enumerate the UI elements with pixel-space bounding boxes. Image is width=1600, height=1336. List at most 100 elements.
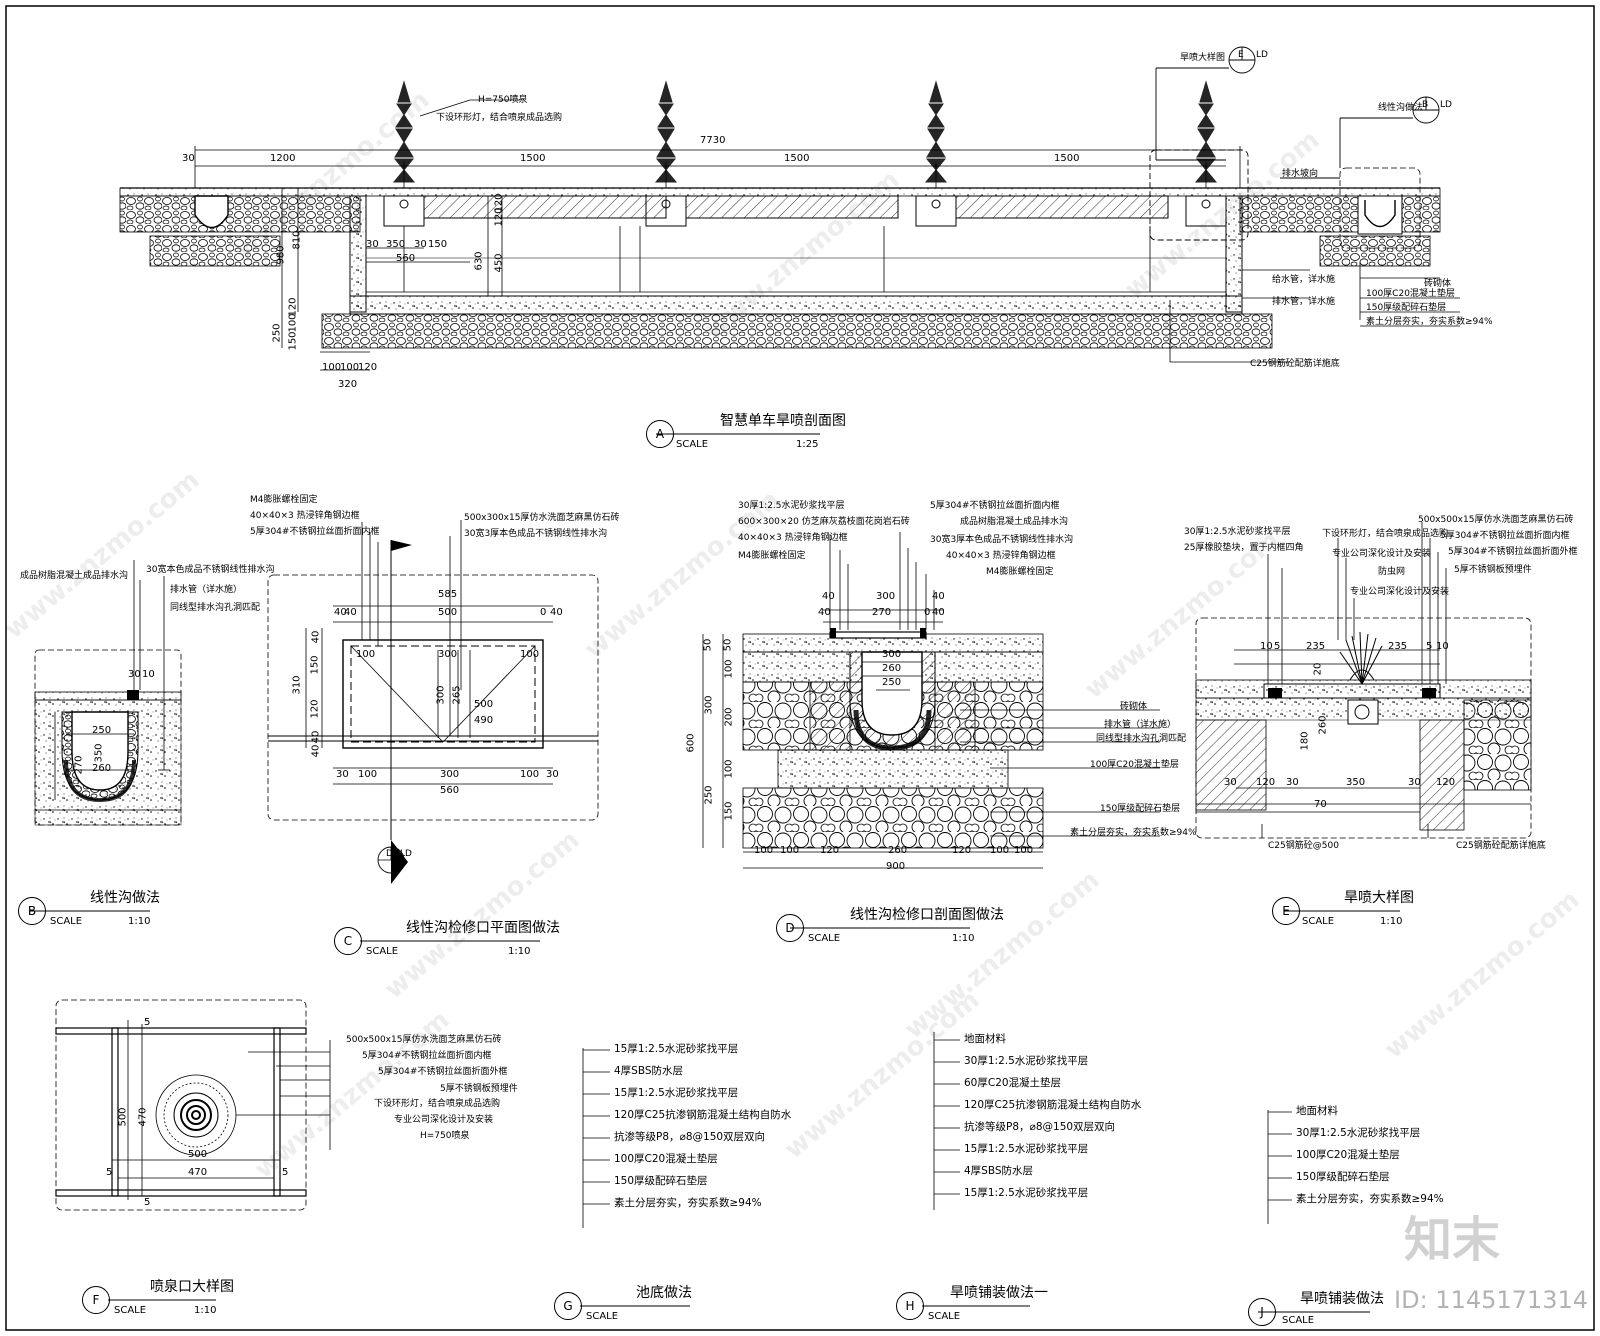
section-d-drawing: [702, 532, 1160, 869]
section-b-scale-label: SCALE: [50, 916, 83, 927]
dim-d: 50: [702, 638, 714, 652]
layer-h: 60厚C20混凝土垫层: [964, 1077, 1062, 1089]
note-d: 成品树脂混凝土成品排水沟: [960, 517, 1069, 527]
dim-a-mid: 30: [366, 239, 379, 250]
note-c: 30宽3厚本色成品不锈钢线性排水沟: [464, 529, 608, 539]
layer-j: 150厚级配碎石垫层: [1296, 1171, 1390, 1183]
dim-f: 500: [117, 1107, 129, 1127]
dim-a-1500-1: 1500: [520, 153, 546, 164]
dim-b: 250: [92, 725, 112, 736]
layer-g: 4厚SBS防水层: [614, 1065, 684, 1077]
note-d: 150厚级配碎石垫层: [1100, 804, 1181, 814]
note-a-right: 150厚级配碎石垫层: [1366, 303, 1447, 313]
dim-d: 900: [886, 861, 906, 872]
note-c: M4膨胀螺栓固定: [250, 495, 318, 505]
layer-j: 30厚1:2.5水泥砂浆找平层: [1296, 1127, 1421, 1139]
dim-d: 0: [924, 607, 931, 618]
dim-e: 5: [1274, 641, 1281, 652]
note-c: 40×40×3 热浸锌角钢边框: [250, 511, 360, 521]
note-e: 防虫网: [1378, 567, 1406, 577]
ref-b-label: 线性沟做法: [1378, 103, 1424, 113]
section-e-marker: E: [1272, 897, 1300, 925]
note-d: 素土分层夯实，夯实系数≥94%: [1070, 828, 1197, 838]
dim-a-bottom: 100: [322, 362, 342, 373]
note-f: 5厚304#不锈钢拉丝面折面外框: [378, 1067, 508, 1077]
dim-c: 100: [358, 769, 378, 780]
layer-g: 150厚级配碎石垫层: [614, 1175, 708, 1187]
dim-c: 40: [310, 730, 322, 744]
ref-c-letter: D: [386, 849, 393, 859]
dim-a-left: 980: [275, 245, 287, 265]
dim-e: 20: [1312, 662, 1324, 676]
section-c-marker: C: [334, 927, 362, 955]
note-a-right: 排水管，详水施: [1272, 297, 1336, 307]
note-c: 500x300x15厚仿水洗面芝麻黑仿石砖: [464, 513, 620, 523]
ref-e-letter: E: [1238, 50, 1244, 60]
section-f-scale-label: SCALE: [114, 1305, 147, 1316]
dim-a-mid: 560: [396, 253, 416, 264]
dim-d: 100: [723, 659, 735, 679]
note-e: 5厚不锈钢板预埋件: [1454, 565, 1532, 575]
layer-h: 120厚C25抗渗钢筋混凝土结构自防水: [964, 1099, 1142, 1111]
dim-c: 40: [550, 607, 563, 618]
note-e: 5厚304#不锈钢拉丝面折面内框: [1440, 531, 1570, 541]
dim-d: 270: [872, 607, 892, 618]
dim-c: 30: [336, 769, 349, 780]
section-h-marker: H: [896, 1292, 924, 1320]
note-d: 同线型排水沟孔洞匹配: [1096, 734, 1187, 744]
dim-a-left: 810: [291, 230, 303, 250]
layer-leaders: [582, 1032, 1292, 1228]
dim-c: 0: [540, 607, 547, 618]
section-f-drawing: [55, 999, 331, 1211]
dim-a-bottom: 320: [338, 379, 358, 390]
section-d-scale: 1:10: [952, 933, 975, 944]
layer-g: 100厚C20混凝土垫层: [614, 1153, 718, 1165]
ref-b-sheet: LD: [1440, 100, 1452, 110]
dim-c: 100: [520, 649, 540, 660]
ref-e-label: 旱喷大样图: [1180, 53, 1226, 63]
section-e-drawing: [1195, 522, 1532, 839]
dim-f: 5: [144, 1017, 151, 1028]
drain-slope-label: 排水坡向: [1282, 169, 1319, 179]
layer-j: 素土分层夯实，夯实系数≥94%: [1296, 1193, 1444, 1205]
dim-d: 40: [822, 591, 835, 602]
note-d: 100厚C20混凝土垫层: [1090, 760, 1179, 770]
layer-h: 地面材料: [964, 1033, 1006, 1045]
dim-f: 5: [144, 1197, 151, 1208]
note-b: 成品树脂混凝土成品排水沟: [20, 571, 129, 581]
dim-f: 5: [106, 1167, 113, 1178]
dim-a-total: 7730: [700, 135, 726, 146]
note-f: 专业公司深化设计及安装: [394, 1115, 494, 1125]
dim-a-1500-2: 1500: [784, 153, 810, 164]
section-c-scale: 1:10: [508, 946, 531, 957]
note-d: M4膨胀螺栓固定: [986, 567, 1054, 577]
section-j-marker: J: [1248, 1298, 1276, 1326]
note-d: 5厚304#不锈钢拉丝面折面内框: [930, 501, 1060, 511]
note-d: 30厚1:2.5水泥砂浆找平层: [738, 501, 845, 511]
section-a-drawing: [119, 46, 1460, 371]
dim-a-30: 30: [182, 153, 195, 164]
section-f-title: 喷泉口大样图: [150, 1279, 234, 1295]
dim-d: 120: [952, 845, 972, 856]
dim-d: 250: [703, 785, 715, 805]
note-e: 专业公司深化设计及安装: [1350, 587, 1450, 597]
dim-d: 260: [888, 845, 908, 856]
note-e: 25厚橡胶垫块，置于内框四角: [1184, 543, 1304, 553]
section-h-title: 旱喷铺装做法一: [950, 1285, 1048, 1301]
dim-c: 100: [356, 649, 376, 660]
note-b: 排水管（详水施）: [170, 585, 243, 595]
dim-b: 270: [73, 755, 85, 775]
note-b: 30宽本色成品不锈钢线性排水沟: [146, 565, 275, 575]
dim-b: 10: [142, 669, 155, 680]
dim-d: 600: [685, 733, 697, 753]
note-e: 下设环形灯，结合喷泉成品选购: [1322, 529, 1449, 539]
dim-d: 100: [990, 845, 1010, 856]
note-e: 5厚304#不锈钢拉丝面折面外框: [1448, 547, 1578, 557]
dim-c: 30: [546, 769, 559, 780]
section-a-scale: 1:25: [796, 439, 819, 450]
dim-e: 30: [1286, 777, 1299, 788]
dim-d: 150: [723, 801, 735, 821]
layer-g: 抗渗等级P8，⌀8@150双层双向: [614, 1131, 766, 1143]
note-b: 同线型排水沟孔洞匹配: [170, 603, 261, 613]
brand-logo: 知末: [1403, 1212, 1500, 1268]
